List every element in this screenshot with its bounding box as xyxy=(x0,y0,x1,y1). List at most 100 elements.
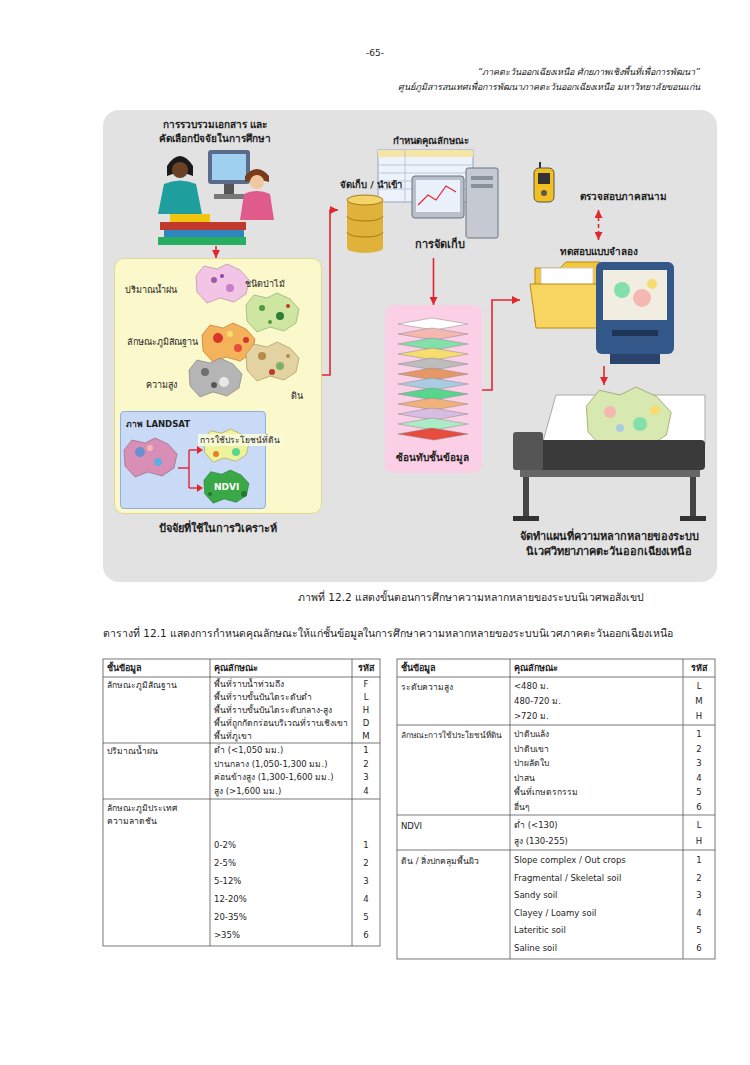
people-at-computer-part xyxy=(158,237,246,245)
text-run: 480-720 xyxy=(514,696,550,706)
table-cell: คุณลักษณะ xyxy=(214,661,350,676)
text-run: นิเวศวิทยาภาคตะวันออกเฉียงเหนือ xyxy=(526,545,692,558)
diagram-panel xyxy=(103,110,717,582)
landform-map-part xyxy=(243,337,249,343)
text-run: 20-35% xyxy=(214,912,247,922)
text-run: ชั้นข้อมูล xyxy=(401,663,436,673)
text-run: Lateritic xyxy=(514,925,549,935)
text-run: ลักษณะภูมิสัณฐาน xyxy=(127,337,198,347)
attribute-sheet-part xyxy=(378,150,473,157)
text-run: 0-2% xyxy=(214,840,236,850)
people-at-computer-part xyxy=(160,222,246,230)
table-cell: 4 xyxy=(683,771,715,786)
table-cell: D xyxy=(352,717,380,730)
table-title: ตารางที่ 12.1 แสดงการกำหนดคุณลักษณะให้แก… xyxy=(103,626,733,641)
table-cell: 1 xyxy=(683,727,715,742)
table-cell: 5-12% xyxy=(214,872,350,890)
landuse-map-part xyxy=(232,448,240,456)
table-cell: พื้นที่ราบน้ำท่วมถึง xyxy=(214,678,350,691)
rainfall-map-part xyxy=(211,277,217,283)
text-run: 1 xyxy=(696,855,701,865)
text-run: การจัดเก็บ xyxy=(415,238,465,251)
text-run: พื้นที่ถูกกัดกร่อนบริเวณที่ราบเชิงเขา xyxy=(214,718,348,728)
soil-map-part xyxy=(269,369,275,375)
text-run: ปริมาณน้ำฝน xyxy=(125,285,177,295)
landsat-image xyxy=(124,438,177,477)
text-run: 2 xyxy=(363,759,368,769)
text-run: (1,300-1,600 xyxy=(258,772,313,782)
table-cell: 12-20% xyxy=(214,890,350,908)
landsat-image-part xyxy=(154,458,162,466)
flow-arrow xyxy=(598,210,600,240)
attribute-sheet-part xyxy=(378,173,473,174)
map-label: ความสูง xyxy=(146,379,177,392)
text-run: crops xyxy=(603,855,626,865)
text-run: สูง xyxy=(514,836,523,846)
split-bracket-part xyxy=(189,449,198,450)
table-cell: 3 xyxy=(352,872,380,890)
node-label: กำหนดคุณลักษณะ xyxy=(393,134,469,147)
table-cell: 3 xyxy=(352,771,380,785)
split-bracket-part xyxy=(188,450,189,488)
kiosk-computer-part xyxy=(633,289,651,307)
text-run: 4 xyxy=(363,786,368,796)
table-grid-part xyxy=(397,677,715,678)
text-run: / xyxy=(565,873,568,883)
text-run: รหัส xyxy=(358,663,374,673)
text-run: พื้นที่เกษตรกรรม xyxy=(514,787,578,797)
table-cell: ลักษณะภูมิสัณฐาน xyxy=(107,679,208,692)
text-run: การใช้ประโยชน์ที่ดิน xyxy=(200,435,280,445)
text-run: complex xyxy=(540,855,576,865)
text-run: >720 xyxy=(514,711,537,721)
table-cell: ต่ำ (<1,050 มม.) xyxy=(214,744,350,758)
text-run: การรวบรวมเอกสาร xyxy=(163,119,247,130)
text-run: 12.2 xyxy=(328,591,351,603)
people-at-computer xyxy=(158,150,274,245)
ndvi-map-part xyxy=(208,492,212,496)
text-run: soil xyxy=(607,873,621,883)
text-run: 6 xyxy=(696,802,701,812)
plotter-printer-part xyxy=(513,516,539,521)
text-run: Skeletal xyxy=(570,873,604,883)
text-run: 4 xyxy=(696,908,701,918)
table-cell: ป่าสน xyxy=(514,771,681,786)
text-run: / xyxy=(370,179,373,190)
text-run: ความสูง xyxy=(146,380,177,390)
table-cell: H xyxy=(683,833,715,849)
table-cell: H xyxy=(352,704,380,717)
table-cell: Slope complex / Out crops xyxy=(514,852,681,870)
text-run: คัดเลือกปัจจัยในการศึกษา xyxy=(159,133,271,144)
ndvi-map-part xyxy=(241,491,247,497)
layer-stack-part xyxy=(398,428,468,440)
table-cell: L xyxy=(683,817,715,833)
elevation-map-part xyxy=(201,368,209,376)
text-run: Saline xyxy=(514,943,540,953)
computer-tower xyxy=(412,168,498,238)
attribute-sheet-part xyxy=(405,150,406,202)
text-run: ปานกลาง xyxy=(214,759,249,769)
text-run: ป่าสน xyxy=(514,773,535,783)
folder-icon xyxy=(530,262,604,328)
table-grid-part xyxy=(210,659,211,946)
gps-icon-part xyxy=(541,190,547,196)
text-run: 2-5% xyxy=(214,858,236,868)
text-run: 12-20% xyxy=(214,894,247,904)
landuse-map-part xyxy=(204,429,249,462)
table-cell: 2 xyxy=(352,854,380,872)
table-cell: ป่าดิบเขา xyxy=(514,742,681,757)
text-run: ม. xyxy=(540,711,549,721)
table-grid-part xyxy=(103,677,380,678)
table-cell: 480-720 ม. xyxy=(514,694,681,709)
text-run: M xyxy=(695,696,702,706)
text-run: -65- xyxy=(366,48,384,58)
text-run: (1,050-1,300 xyxy=(252,759,307,769)
table-cell: NDVI xyxy=(401,818,508,834)
text-run: มม.) xyxy=(309,759,327,769)
computer-tower-part xyxy=(416,180,460,212)
database-icon xyxy=(347,195,383,253)
text-run: ปริมาณน้ำฝน xyxy=(107,746,158,756)
folder-icon-part xyxy=(530,284,604,328)
text-run: Clayey xyxy=(514,908,543,918)
map-label: ดิน xyxy=(291,390,303,403)
forest-map-part xyxy=(286,304,290,308)
